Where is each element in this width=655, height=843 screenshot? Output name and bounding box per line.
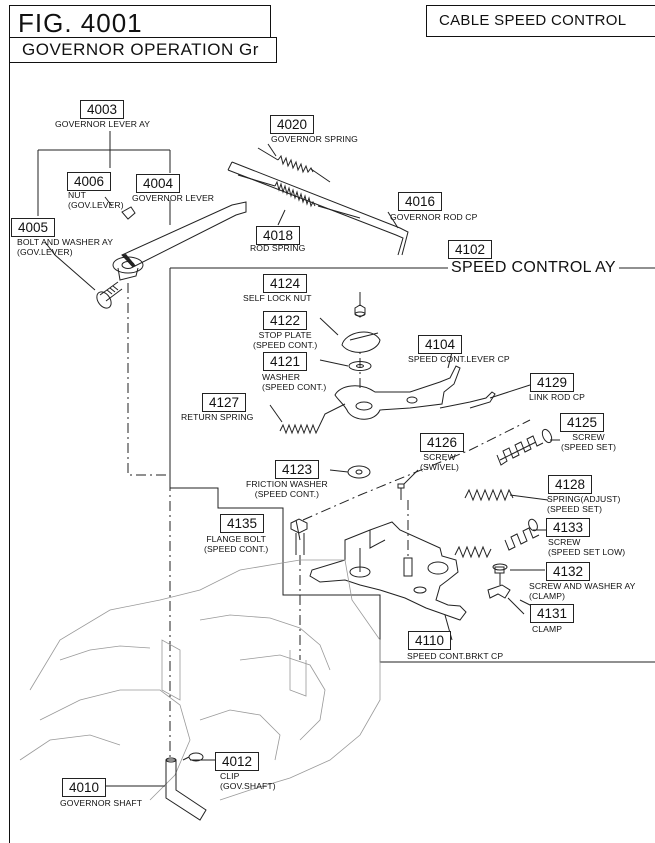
part-name-4132: SCREW AND WASHER AY(CLAMP) bbox=[529, 581, 636, 601]
part-name-4127: RETURN SPRING bbox=[181, 412, 254, 422]
part-number-4132: 4132 bbox=[546, 562, 591, 581]
part-number-4012: 4012 bbox=[215, 752, 260, 771]
governor-shaft-shape bbox=[165, 759, 207, 821]
screw-4133-shape bbox=[504, 527, 540, 551]
part-name-4004: GOVERNOR LEVER bbox=[132, 193, 215, 203]
leader-4003 bbox=[37, 131, 171, 216]
part-name-4123: FRICTION WASHER(SPEED CONT.) bbox=[246, 479, 328, 499]
part-name-4128: SPRING(ADJUST)(SPEED SET) bbox=[547, 494, 621, 514]
speed-cont-lever-shape bbox=[334, 365, 461, 420]
governor-rod bbox=[231, 161, 409, 256]
part-name-4121: WASHER(SPEED CONT.) bbox=[262, 372, 327, 392]
part-name-4104: SPEED CONT.LEVER CP bbox=[408, 354, 510, 364]
nut-4006-shape bbox=[121, 206, 136, 220]
spring-4128-upper bbox=[464, 488, 514, 502]
spring-4128-lower bbox=[454, 545, 492, 559]
assembly-boundary bbox=[169, 268, 655, 663]
stop-plate-shape bbox=[341, 331, 381, 353]
part-number-4133: 4133 bbox=[546, 518, 591, 537]
part-name-4012: CLIP(GOV.SHAFT) bbox=[220, 771, 276, 791]
part-number-4018: 4018 bbox=[256, 226, 301, 245]
part-name-4110: SPEED CONT.BRKT CP bbox=[407, 651, 504, 661]
part-name-4006: NUT(GOV.LEVER) bbox=[68, 190, 124, 210]
part-number-4124: 4124 bbox=[263, 274, 308, 293]
screw-4125-shape bbox=[496, 435, 544, 466]
link-rod-shape bbox=[439, 391, 496, 409]
part-number-4104: 4104 bbox=[418, 335, 463, 354]
part-number-4126: 4126 bbox=[420, 433, 465, 452]
part-number-4005: 4005 bbox=[11, 218, 56, 237]
frame-left-rule bbox=[9, 61, 10, 843]
group-title: GOVERNOR OPERATION Gr bbox=[22, 40, 259, 59]
washer-4121-shape bbox=[348, 361, 372, 371]
part-name-4003: GOVERNOR LEVER AY bbox=[55, 119, 151, 129]
screw-washer-4132-shape bbox=[494, 566, 505, 585]
part-number-4123: 4123 bbox=[275, 460, 320, 479]
friction-washer-shape bbox=[347, 465, 371, 479]
leader-4005 bbox=[44, 241, 96, 291]
bolt-4005-shank bbox=[99, 281, 123, 302]
part-name-4129: LINK ROD CP bbox=[529, 392, 586, 402]
part-number-4010: 4010 bbox=[62, 778, 107, 797]
part-name-4018: ROD SPRING bbox=[250, 243, 306, 253]
centre-line-shaft bbox=[127, 283, 171, 760]
part-number-4006: 4006 bbox=[67, 172, 112, 191]
part-name-4122: STOP PLATE(SPEED CONT.) bbox=[253, 330, 318, 350]
section-title: CABLE SPEED CONTROL bbox=[439, 12, 627, 29]
part-name-4133: SCREW(SPEED SET LOW) bbox=[548, 537, 626, 557]
part-number-4135: 4135 bbox=[220, 514, 265, 533]
part-number-4003: 4003 bbox=[80, 100, 125, 119]
part-number-4020: 4020 bbox=[270, 115, 315, 134]
part-name-4126: SCREW(SWIVEL) bbox=[420, 452, 459, 472]
figure-number-box: FIG. 4001 bbox=[9, 5, 271, 38]
rod-spring-coil bbox=[274, 180, 316, 208]
leader-4006 bbox=[104, 196, 113, 207]
part-number-4131: 4131 bbox=[530, 604, 575, 623]
part-number-4127: 4127 bbox=[202, 393, 247, 412]
part-number-4121: 4121 bbox=[263, 352, 308, 371]
part-number-4125: 4125 bbox=[560, 413, 605, 432]
part-number-4004: 4004 bbox=[136, 174, 181, 193]
part-number-4016: 4016 bbox=[398, 192, 443, 211]
part-name-4125: SCREW(SPEED SET) bbox=[561, 432, 617, 452]
governor-spring-hooks bbox=[257, 147, 331, 183]
part-number-4102: 4102 bbox=[448, 240, 493, 259]
assembly-name: SPEED CONTROL AY bbox=[448, 259, 619, 277]
part-name-4016: GOVERNOR ROD CP bbox=[390, 212, 478, 222]
section-title-box: CABLE SPEED CONTROL bbox=[426, 5, 655, 37]
figure-number: FIG. 4001 bbox=[18, 8, 143, 38]
part-number-4128: 4128 bbox=[548, 475, 593, 494]
part-number-4129: 4129 bbox=[530, 373, 575, 392]
governor-spring-coil bbox=[277, 154, 314, 174]
clamp-shape bbox=[487, 584, 511, 599]
part-name-4124: SELF LOCK NUT bbox=[243, 293, 312, 303]
screw-4126-shape bbox=[397, 483, 405, 500]
group-title-box: GOVERNOR OPERATION Gr bbox=[9, 37, 277, 63]
part-name-4135: FLANGE BOLT(SPEED CONT.) bbox=[204, 534, 269, 554]
governor-lever-arm bbox=[121, 201, 247, 268]
part-name-4010: GOVERNOR SHAFT bbox=[60, 798, 143, 808]
part-name-4005: BOLT AND WASHER AY(GOV.LEVER) bbox=[17, 237, 114, 257]
part-name-4020: GOVERNOR SPRING bbox=[271, 134, 358, 144]
return-spring-coil bbox=[279, 403, 346, 435]
part-name-4131: CLAMP bbox=[532, 624, 563, 634]
speed-cont-bracket-shape bbox=[309, 521, 467, 621]
part-number-4122: 4122 bbox=[263, 311, 308, 330]
part-number-4110: 4110 bbox=[408, 631, 452, 650]
flange-bolt-head bbox=[290, 518, 308, 534]
